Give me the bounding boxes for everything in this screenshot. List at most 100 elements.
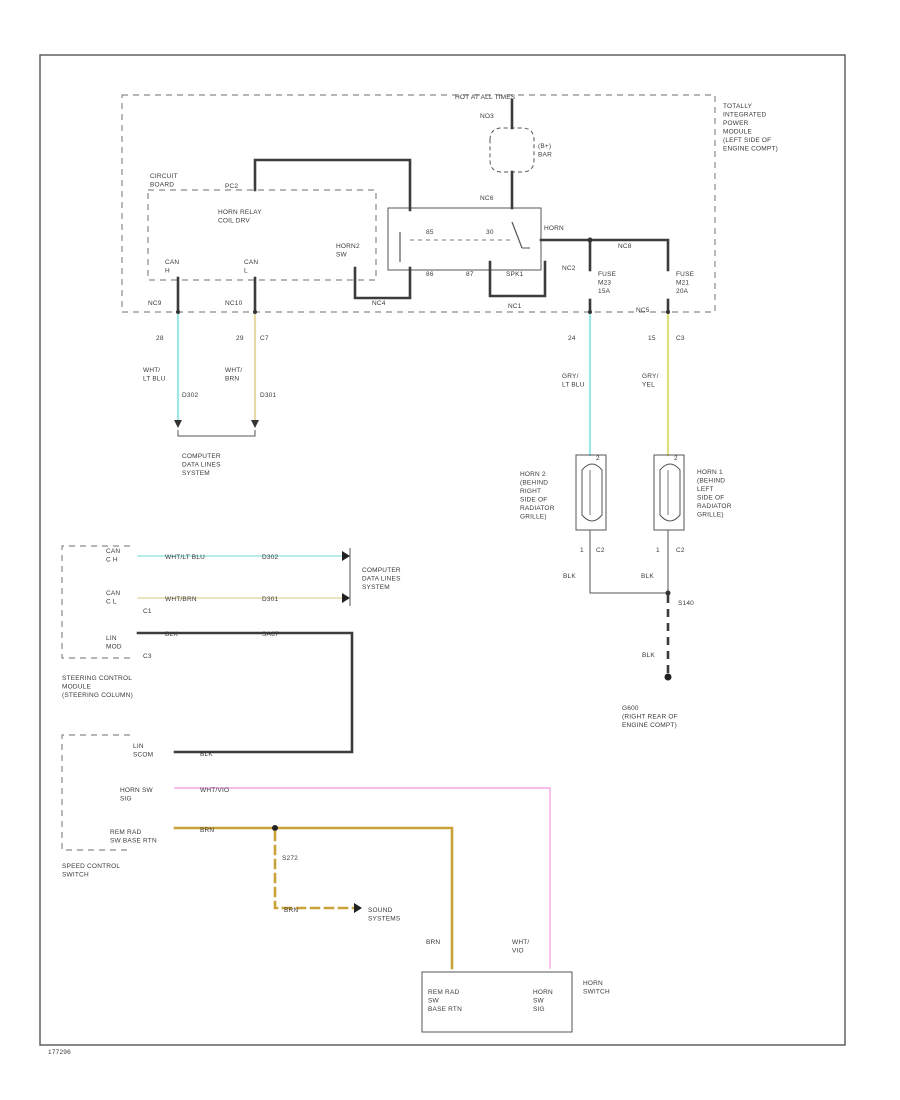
arrow-can-l — [342, 593, 350, 603]
lbl-h2-pin: 24 — [568, 335, 576, 342]
bus-bar — [489, 127, 535, 173]
lbl-pin-85: 85 — [426, 229, 434, 236]
lbl-c2-color: WHT/BRN — [225, 367, 242, 383]
lbl-c2-conn: C7 — [260, 335, 269, 342]
lbl-h1-color: GRY/YEL — [642, 373, 659, 389]
ground-point — [664, 673, 672, 681]
lbl-relay-term-b: NC6 — [480, 195, 494, 202]
lbl-bus-bar: (B+)BAR — [538, 143, 552, 159]
lbl-ref-a: NC9 — [148, 300, 162, 307]
terminal-marks — [174, 237, 671, 596]
lbl-scm-wire-h: WHT/LT BLU — [165, 554, 205, 561]
lbl-scm-wire-l-ref: D301 — [262, 596, 279, 603]
lbl-c1-splice: D302 — [182, 392, 199, 399]
lbl-horn2-conn: C2 — [596, 547, 605, 554]
lbl-nc-b: NC8 — [618, 243, 632, 250]
wire-coil-to-relay — [253, 158, 412, 212]
lbl-horn2-blk: BLK — [563, 573, 576, 580]
lbl-scs-wht-vio: WHT/VIO — [200, 787, 229, 794]
lbl-brn2: BRN — [426, 939, 440, 946]
lbl-horn1-blk: BLK — [641, 573, 654, 580]
lbl-scm-pin-c1: C1 — [143, 608, 152, 615]
tipm-enclosure — [121, 94, 716, 313]
lbl-horn2-pin1: 1 — [580, 547, 584, 554]
wire-rem-rad — [173, 826, 454, 970]
wire-cdl-join — [177, 430, 256, 437]
arrow-can-h — [342, 551, 350, 561]
lbl-scm-lin-ref: SA67 — [262, 631, 279, 638]
lbl-c1-pin: 28 — [156, 335, 164, 342]
lbl-c2-splice: D301 — [260, 392, 277, 399]
scm-enclosure — [61, 545, 130, 659]
lbl-splice-s140: S140 — [678, 600, 694, 607]
horn-2-symbol — [575, 454, 607, 531]
lbl-ref-c: NC4 — [372, 300, 386, 307]
lbl-h1-pin: 15 — [648, 335, 656, 342]
scs-enclosure — [61, 734, 130, 851]
lbl-scm-pin-c3: C3 — [143, 653, 152, 660]
lbl-nc-a: NC2 — [562, 265, 576, 272]
wire-horn-ground — [589, 530, 669, 594]
horn-1-symbol — [653, 454, 685, 531]
lbl-wht2: WHT/VIO — [512, 939, 529, 955]
diagram-frame — [39, 54, 846, 1046]
splice-s272 — [272, 825, 278, 831]
wire-relay-87 — [488, 260, 547, 298]
lbl-scs-brn: BRN — [200, 827, 214, 834]
lbl-ref-e: NC5 — [636, 307, 650, 314]
wire-horn-bus — [539, 238, 670, 272]
lbl-c1-color: WHT/LT BLU — [143, 367, 166, 383]
circuit-board-enclosure — [147, 189, 377, 281]
lbl-horn2-pin2: 2 — [596, 455, 600, 462]
footer-code: 177296 — [48, 1049, 71, 1056]
lbl-pin-86: 86 — [426, 271, 434, 278]
lbl-horn1-pin1: 1 — [656, 547, 660, 554]
arrow-sound — [354, 903, 362, 913]
lbl-b-plus-terminal: NO3 — [480, 113, 494, 120]
lbl-pin-30: 30 — [486, 229, 494, 236]
wire-lin — [136, 631, 354, 754]
lbl-pin-87: 87 — [466, 271, 474, 278]
lbl-ref-b: NC10 — [225, 300, 243, 307]
lbl-sound-brn: BRN — [284, 907, 298, 914]
lbl-c2-pin: 29 — [236, 335, 244, 342]
lbl-h1-conn: C3 — [676, 335, 685, 342]
lbl-relay-sub: SPK1 — [506, 271, 524, 278]
lbl-scm-lin-color: BLK — [165, 631, 178, 638]
relay-contact — [511, 221, 523, 249]
wire-horn-sw-sig — [174, 787, 551, 969]
lbl-relay-term-a: PC2 — [225, 183, 238, 190]
lbl-horn: HORN — [544, 225, 564, 232]
lbl-ref-d: NC1 — [508, 303, 522, 310]
lbl-scs-lin-blk: BLK — [200, 751, 213, 758]
horn-switch-box — [421, 971, 573, 1033]
lbl-h2-color: GRY/LT BLU — [562, 373, 585, 389]
wire-relay-loop — [353, 266, 412, 300]
lbl-splice-s272: S272 — [282, 855, 298, 862]
lbl-horn1-conn: C2 — [676, 547, 685, 554]
